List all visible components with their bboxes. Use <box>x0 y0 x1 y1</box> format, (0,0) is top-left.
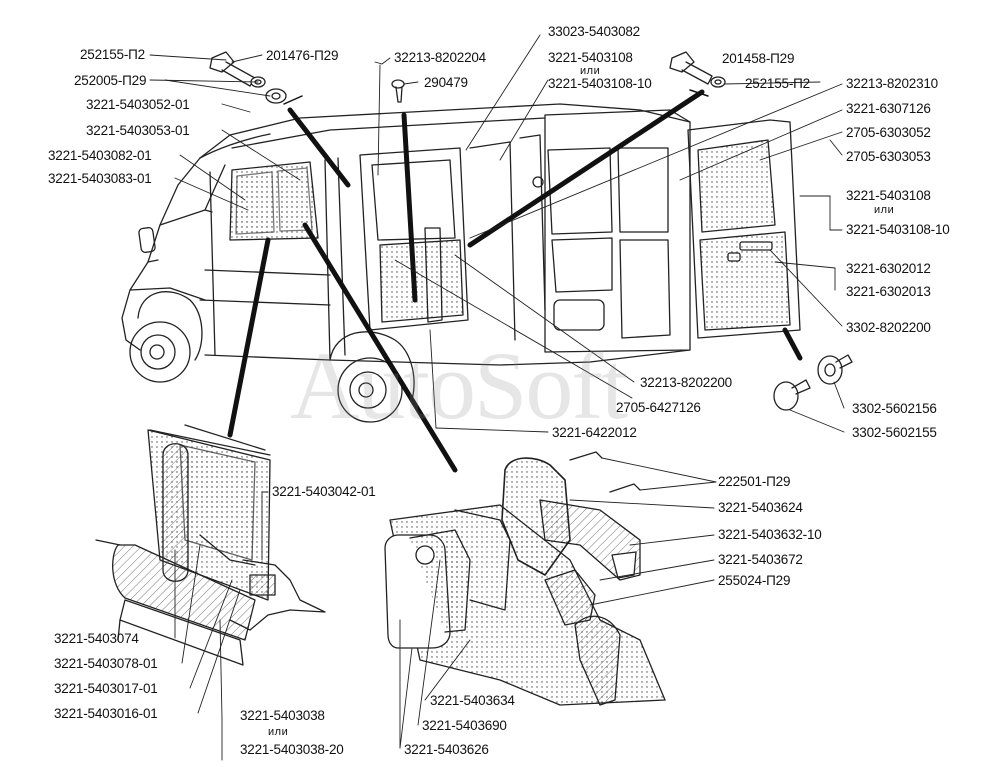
label-3221-6422012: 3221-6422012 <box>552 425 637 440</box>
label-3221-5403038: 3221-5403038 <box>240 708 325 723</box>
label-3221-5403038-20: 3221-5403038-20 <box>240 742 344 757</box>
label-2705-6427126: 2705-6427126 <box>616 400 701 415</box>
label-3221-5403672: 3221-5403672 <box>718 552 803 567</box>
label-255024-p29: 255024-П29 <box>718 573 791 588</box>
label-3221-5403108-10-right: 3221-5403108-10 <box>846 222 950 237</box>
label-3221-5403108-top: 3221-5403108 <box>548 50 633 65</box>
window-seal-detail <box>95 424 326 666</box>
label-3221-5403690: 3221-5403690 <box>422 718 507 733</box>
bolt-201458 <box>669 51 713 85</box>
label-3221-5403082-01: 3221-5403082-01 <box>48 148 152 163</box>
label-3221-5403016-01: 3221-5403016-01 <box>54 706 158 721</box>
label-33023-5403082: 33023-5403082 <box>548 24 640 39</box>
label-3221-5403074: 3221-5403074 <box>54 631 139 646</box>
label-2705-6303052: 2705-6303052 <box>846 125 931 140</box>
label-or-bottom: или <box>268 726 289 738</box>
label-3221-5403634: 3221-5403634 <box>430 693 515 708</box>
label-3221-5403108-10-top: 3221-5403108-10 <box>548 76 652 91</box>
screw-290479 <box>391 79 405 103</box>
label-2705-6303053: 2705-6303053 <box>846 149 931 164</box>
pointer-bars <box>227 89 803 473</box>
label-3302-5602156: 3302-5602156 <box>852 401 937 416</box>
leader-lines <box>149 34 845 761</box>
label-32213-8202204: 32213-8202204 <box>394 50 486 65</box>
label-290479: 290479 <box>424 75 468 90</box>
label-201476-p29: 201476-П29 <box>266 48 339 63</box>
push-rivet-5602155 <box>773 379 811 411</box>
label-3221-5403078-01: 3221-5403078-01 <box>54 656 158 671</box>
label-32213-8202200: 32213-8202200 <box>640 375 732 390</box>
handle-detail <box>384 451 666 706</box>
push-rivet-5602156 <box>817 354 853 385</box>
label-3221-6302012: 3221-6302012 <box>846 261 931 276</box>
label-32213-8202310: 32213-8202310 <box>846 76 938 91</box>
washer-252005 <box>265 88 287 104</box>
label-3221-5403632-10: 3221-5403632-10 <box>718 527 822 542</box>
label-3221-5403053-01: 3221-5403053-01 <box>86 123 190 138</box>
label-3221-5403042-01: 3221-5403042-01 <box>272 484 376 499</box>
label-252155-p2-right: 252155-П2 <box>745 76 810 91</box>
bolt-201476 <box>209 51 256 87</box>
label-201458-p29: 201458-П29 <box>722 51 795 66</box>
label-222501-p29: 222501-П29 <box>718 474 791 489</box>
label-3302-8202200: 3302-8202200 <box>846 320 931 335</box>
label-or-top: или <box>580 65 601 77</box>
label-3221-5403624: 3221-5403624 <box>718 500 803 515</box>
washer-252155-right <box>710 76 726 88</box>
label-3221-5403017-01: 3221-5403017-01 <box>54 681 158 696</box>
label-3221-6307126: 3221-6307126 <box>846 101 931 116</box>
label-or-right: или <box>874 204 895 216</box>
label-252005-p29: 252005-П29 <box>74 73 147 88</box>
van-body <box>121 103 801 423</box>
label-252155-p2-left: 252155-П2 <box>80 47 145 62</box>
label-3221-5403626: 3221-5403626 <box>404 742 489 757</box>
label-3221-5403108-right: 3221-5403108 <box>846 188 931 203</box>
label-3221-5403083-01: 3221-5403083-01 <box>48 171 152 186</box>
label-3221-6302013: 3221-6302013 <box>846 284 931 299</box>
label-3302-5602155: 3302-5602155 <box>852 425 937 440</box>
label-3221-5403052-01: 3221-5403052-01 <box>86 97 190 112</box>
